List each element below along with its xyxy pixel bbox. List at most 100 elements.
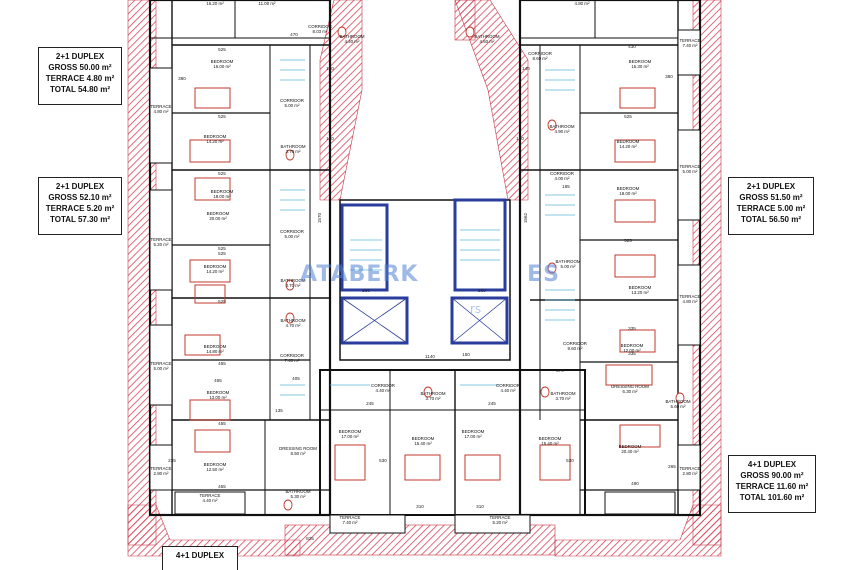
room-label-line: 13.20 m² (631, 290, 649, 295)
room-label-line: 14.20 m² (619, 144, 637, 149)
dimension-labels: 5255255255255255254554554554554704305255… (168, 32, 676, 541)
room-label-line: BEDROOM (539, 436, 562, 441)
room-label-line: 5.30 m² (291, 494, 306, 499)
room-label-line: 14.20 m² (206, 269, 224, 274)
room-label-line: 2.80 m² (154, 471, 169, 476)
room-label-line: 5.00 m² (683, 169, 698, 174)
dimension-label: 1140 (425, 354, 435, 359)
summary-line: TERRACE 4.80 m² (45, 74, 115, 83)
room-label-line: BATHROOM (420, 391, 445, 396)
room-label-line: BATHROOM (280, 318, 305, 323)
room-label-line: BEDROOM (617, 186, 640, 191)
room-label-line: 7.40 m² (285, 358, 300, 363)
dimension-label: 140 (522, 66, 530, 71)
room-label-line: TERRACE (490, 515, 511, 520)
summary-line: TERRACE 5.20 m² (45, 204, 115, 213)
room-label-line: BEDROOM (462, 429, 485, 434)
room-label-line: 8.60 m² (533, 56, 548, 61)
dimension-label: 235 (168, 458, 176, 463)
room-label-line: 12.50 m² (206, 467, 224, 472)
room-label-line: 3.70 m² (556, 396, 571, 401)
dimension-label: 525 (218, 114, 226, 119)
room-label-line: 5.00 m² (154, 366, 169, 371)
dimension-label: 260 (362, 288, 370, 293)
room-label-line: BEDROOM (211, 59, 234, 64)
summary-line: TOTAL 56.50 m² (740, 215, 802, 224)
dimension-label: 455 (218, 421, 226, 426)
dimension-label: 530 (379, 458, 387, 463)
summary-line: 2+1 DUPLEX (55, 52, 105, 61)
room-label-line: 2.80 m² (683, 471, 698, 476)
room-label-line: 3.70 m² (286, 149, 301, 154)
room-label-line: 13.00 m² (209, 395, 227, 400)
dimension-label: 525 (218, 251, 226, 256)
room-label-line: TERRACE (340, 515, 361, 520)
room-label-line: 4.40 m² (501, 388, 516, 393)
room-label-line: 15.30 m² (631, 64, 649, 69)
room-label-line: 5.00 m² (285, 234, 300, 239)
room-label-line: TERRACE (151, 237, 172, 242)
dimension-label: 245 (488, 401, 496, 406)
room-label-line: 5.20 m² (493, 520, 508, 525)
dimension-label: 140 (326, 66, 334, 71)
dimension-label: 1570 (317, 212, 322, 223)
furniture (184, 87, 661, 481)
room-label-line: BEDROOM (412, 436, 435, 441)
sanitary (283, 26, 685, 511)
room-label-line: 4.40 m² (345, 39, 360, 44)
room-label-line: CORRIDOR (550, 171, 574, 176)
watermark-brand: ATABERK (300, 262, 419, 287)
room-label-line: 3.70 m² (426, 396, 441, 401)
dimension-label: 525 (624, 238, 632, 243)
room-label-line: CORRIDOR (280, 98, 304, 103)
dimension-label: 455 (218, 484, 226, 489)
summary-line: 4+1 DUPLEX (747, 460, 797, 469)
room-label-line: DRESSING ROOM (611, 384, 649, 389)
room-label-line: 8.50 m² (291, 451, 306, 456)
room-label-line: 8.03 m² (313, 29, 328, 34)
room-label-line: 12.00 m² (623, 348, 641, 353)
summary-bottom: 4+1 DUPLEX (162, 546, 238, 570)
dimension-label: 120 (516, 136, 524, 141)
dimension-label: 405 (292, 376, 300, 381)
summary-left-mid: 2+1 DUPLEX GROSS 52.10 m² TERRACE 5.20 m… (38, 177, 122, 235)
stair-core (280, 59, 575, 396)
room-label: 16.20 m² (206, 1, 224, 6)
dimension-label: 260 (478, 288, 486, 293)
room-label-line: BEDROOM (339, 429, 362, 434)
room-label-line: BATHROOM (550, 391, 575, 396)
dimension-label: 380 (178, 76, 186, 81)
room-label-line: 16.20 m² (206, 1, 224, 6)
room-label-line: CORRIDOR (280, 229, 304, 234)
room-label-line: BEDROOM (629, 285, 652, 290)
watermark: ATABERK ES (300, 262, 560, 287)
summary-right-bottom: 4+1 DUPLEX GROSS 90.00 m² TERRACE 11.60 … (728, 455, 816, 513)
room-label-line: BATHROOM (665, 399, 690, 404)
room-label-line: BEDROOM (211, 189, 234, 194)
room-label-line: 20.00 m² (209, 216, 227, 221)
room-label-line: 4.80 m² (575, 1, 590, 6)
